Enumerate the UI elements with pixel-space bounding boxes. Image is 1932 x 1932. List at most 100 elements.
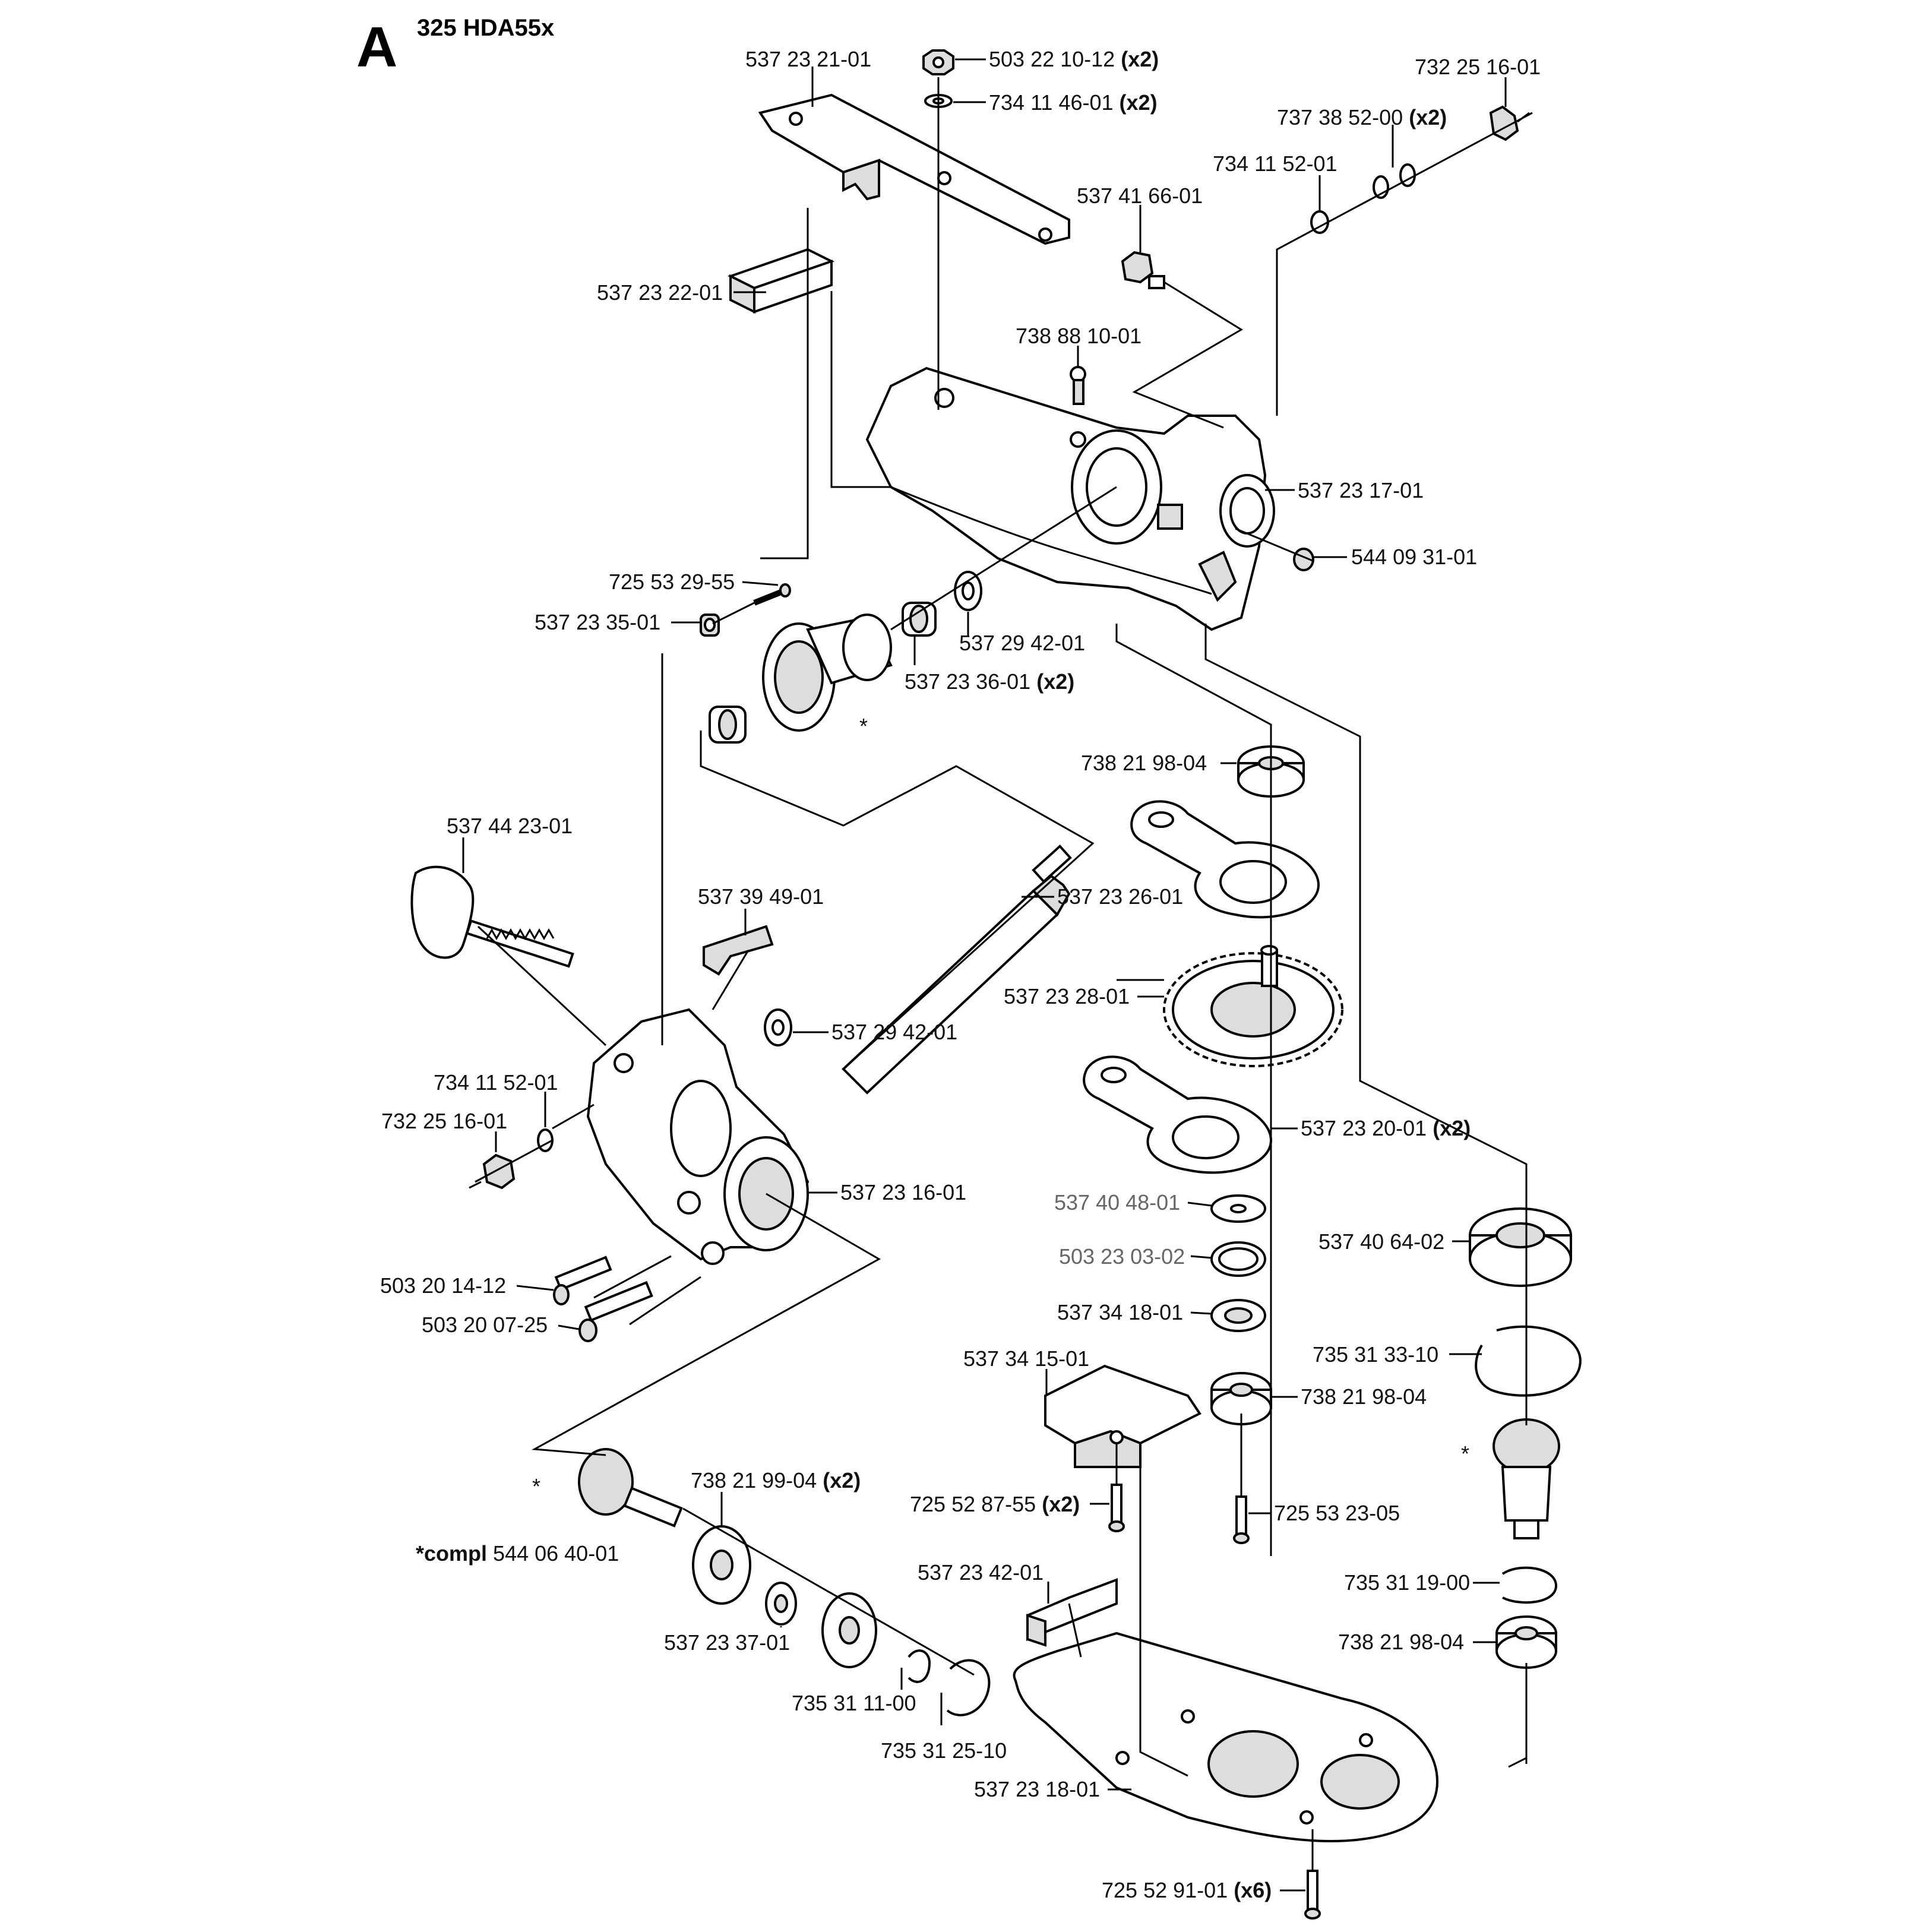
- label-537-34-15-01: 537 34 15-01: [963, 1346, 1089, 1396]
- label-537-23-28-01: 537 23 28-01: [1004, 984, 1164, 1008]
- svg-text:537 40 48-01: 537 40 48-01: [1054, 1190, 1180, 1215]
- spacer-537-23-37-01: [765, 1582, 797, 1626]
- label-732-25-16-01-left: 732 25 16-01: [381, 1109, 507, 1152]
- svg-text:537 23 20-01 (x2): 537 23 20-01 (x2): [1301, 1116, 1471, 1140]
- bushings-537-23-36-01: [709, 602, 937, 744]
- svg-text:537 23 18-01: 537 23 18-01: [974, 1777, 1100, 1801]
- grease-fitting-part: [1070, 366, 1086, 405]
- label-537-23-37-01: 537 23 37-01: [664, 1626, 790, 1655]
- block-part: [727, 248, 835, 314]
- svg-text:734 11 52-01: 734 11 52-01: [1213, 151, 1337, 176]
- label-537-23-17-01: 537 23 17-01: [1265, 478, 1424, 502]
- bushing-537-23-35-01: [700, 614, 720, 637]
- svg-text:738 21 98-04: 738 21 98-04: [1081, 751, 1207, 775]
- label-503-20-07-25: 503 20 07-25: [422, 1313, 580, 1337]
- label-738-21-99-04: 738 21 99-04 (x2): [691, 1468, 861, 1526]
- label-725-53-23-05: 725 53 23-05: [1248, 1501, 1400, 1525]
- label-537-44-23-01: 537 44 23-01: [447, 814, 573, 873]
- bevel-gear-assembly: [762, 614, 893, 732]
- plug-part: [1121, 251, 1165, 289]
- circlip-735-31-25-10: [946, 1659, 991, 1716]
- svg-text:725 52 87-55 (x2): 725 52 87-55 (x2): [910, 1492, 1080, 1516]
- shaft-part: [842, 845, 1072, 1095]
- label-537-23-16-01: 537 23 16-01: [808, 1180, 966, 1204]
- arm-plate-lower: [1083, 1055, 1273, 1174]
- svg-text:503 23 03-02: 503 23 03-02: [1059, 1244, 1185, 1269]
- screw-725-52-91-01: [1304, 1870, 1321, 1920]
- pinion-gear-left: [578, 1448, 683, 1528]
- svg-text:503 22 10-12 (x2): 503 22 10-12 (x2): [989, 47, 1159, 71]
- svg-text:537 34 15-01: 537 34 15-01: [963, 1346, 1089, 1371]
- label-738-21-98-04-right: 738 21 98-04: [1338, 1630, 1495, 1654]
- cover-537-34-15-01: [1044, 1364, 1201, 1468]
- circlip-735-31-19-00: [1501, 1566, 1558, 1604]
- screw-725-52-87-55: [1108, 1484, 1125, 1532]
- svg-text:725 52 91-01 (x6): 725 52 91-01 (x6): [1102, 1878, 1272, 1902]
- svg-text:537 44 23-01: 537 44 23-01: [447, 814, 573, 838]
- label-537-29-42-01-lower: 537 29 42-01: [793, 1020, 957, 1044]
- svg-text:735 31 19-00: 735 31 19-00: [1344, 1570, 1470, 1595]
- assembly-lines: [475, 77, 1533, 1871]
- label-738-21-98-04-top: 738 21 98-04: [1081, 751, 1237, 775]
- circlip-735-31-11-00: [907, 1649, 931, 1683]
- bolts-lower-left: [553, 1256, 653, 1342]
- svg-text:732 25 16-01: 732 25 16-01: [381, 1109, 507, 1133]
- top-bracket-part: [758, 93, 1070, 245]
- svg-text:734 11 52-01: 734 11 52-01: [434, 1070, 558, 1095]
- svg-text:537 23 16-01: 537 23 16-01: [840, 1180, 966, 1204]
- screw-725-53-23-05: [1233, 1495, 1250, 1544]
- svg-text:738 21 98-04: 738 21 98-04: [1338, 1630, 1464, 1654]
- svg-text:503 20 07-25: 503 20 07-25: [422, 1313, 548, 1337]
- lower-housing-part: [586, 1008, 810, 1265]
- label-734-11-52-01-left: 734 11 52-01: [434, 1070, 558, 1127]
- svg-text:735 31 11-00: 735 31 11-00: [792, 1691, 916, 1715]
- svg-text:537 23 26-01: 537 23 26-01: [1057, 884, 1183, 909]
- label-725-52-91-01: 725 52 91-01 (x6): [1102, 1878, 1305, 1902]
- bearing-738-21-99-04: [692, 1525, 751, 1605]
- label-537-23-20-01: 537 23 20-01 (x2): [1271, 1116, 1471, 1140]
- svg-text:537 23 21-01: 537 23 21-01: [745, 47, 871, 71]
- asterisk-marker: *: [859, 714, 868, 738]
- label-735-31-25-10: 735 31 25-10: [881, 1693, 1007, 1763]
- section-letter: A: [356, 15, 397, 79]
- washer-lower: [764, 1008, 792, 1046]
- svg-text:738 88 10-01: 738 88 10-01: [1016, 324, 1142, 348]
- label-537-41-66-01: 537 41 66-01: [1077, 184, 1203, 252]
- asterisk-marker: *: [532, 1474, 540, 1498]
- asterisk-marker: *: [1461, 1441, 1469, 1466]
- svg-text:537 23 22-01: 537 23 22-01: [597, 280, 723, 305]
- svg-text:725 53 29-55: 725 53 29-55: [609, 570, 735, 594]
- label-735-31-33-10: 735 31 33-10: [1313, 1342, 1482, 1367]
- svg-text:537 23 37-01: 537 23 37-01: [664, 1630, 790, 1655]
- svg-text:735 31 33-10: 735 31 33-10: [1313, 1342, 1438, 1367]
- svg-text:544 09 31-01: 544 09 31-01: [1351, 545, 1477, 569]
- bottom-plate-part: [1013, 1631, 1439, 1843]
- label-537-39-49-01: 537 39 49-01: [698, 884, 824, 935]
- svg-text:732 25 16-01: 732 25 16-01: [1415, 55, 1541, 79]
- spur-gear-part: [1163, 945, 1343, 1067]
- label-537-40-48-01: 537 40 48-01: [1054, 1190, 1212, 1215]
- label-544-09-31-01: 544 09 31-01: [1314, 545, 1477, 569]
- label-734-11-52-01-top: 734 11 52-01: [1213, 151, 1337, 211]
- svg-text:537 23 17-01: 537 23 17-01: [1298, 478, 1424, 502]
- svg-text:735 31 25-10: 735 31 25-10: [881, 1738, 1007, 1763]
- label-544-06-40-01-compl: *compl 544 06 40-01: [416, 1541, 619, 1566]
- svg-text:*compl 544 06 40-01: *compl 544 06 40-01: [416, 1541, 619, 1566]
- seal-537-34-18-01: [1210, 1299, 1266, 1332]
- label-503-23-03-02: 503 23 03-02: [1059, 1244, 1212, 1269]
- label-738-88-10-01: 738 88 10-01: [1016, 324, 1142, 367]
- label-537-40-64-02: 537 40 64-02: [1318, 1229, 1470, 1254]
- bearing-right-low: [1495, 1615, 1557, 1669]
- label-732-25-16-01-top: 732 25 16-01: [1415, 55, 1541, 107]
- label-537-23-21-01: 537 23 21-01: [745, 47, 871, 107]
- label-734-11-46-01: 734 11 46-01 (x2): [953, 90, 1158, 115]
- label-737-38-52-00: 737 38 52-00 (x2): [1277, 105, 1447, 167]
- svg-text:537 41 66-01: 537 41 66-01: [1077, 184, 1203, 208]
- main-housing-part: [865, 366, 1275, 631]
- svg-text:537 34 18-01: 537 34 18-01: [1057, 1300, 1183, 1324]
- circlip-735-31-33-10: [1475, 1325, 1582, 1397]
- svg-text:503 20 14-12: 503 20 14-12: [380, 1273, 506, 1298]
- oring-503-23-03-02: [1210, 1241, 1266, 1277]
- svg-text:537 29 42-01: 537 29 42-01: [959, 631, 1085, 655]
- label-725-52-87-55: 725 52 87-55 (x2): [910, 1492, 1109, 1516]
